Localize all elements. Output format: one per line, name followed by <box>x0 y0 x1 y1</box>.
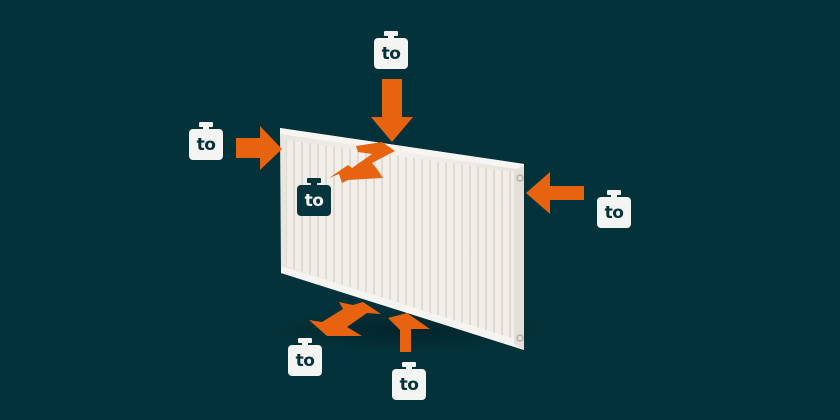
arrow-left-in <box>236 126 282 170</box>
weight-bottom-right: to <box>392 362 426 400</box>
radiator <box>280 128 524 350</box>
weight-label: to <box>597 197 631 228</box>
arrow-right-in <box>526 172 584 214</box>
arrow-top-down <box>371 79 413 142</box>
arrow-front-double <box>329 142 395 183</box>
weight-bottom-left: to <box>288 338 322 376</box>
weight-front: to <box>297 178 331 216</box>
weight-label: to <box>288 345 322 376</box>
weight-label: to <box>297 185 331 216</box>
weight-label: to <box>392 369 426 400</box>
valve-top <box>516 174 524 182</box>
weight-left: to <box>189 122 223 160</box>
arrow-bottom-double <box>309 302 381 336</box>
weight-top: to <box>374 31 408 69</box>
valve-bottom <box>516 334 524 342</box>
weight-label: to <box>189 129 223 160</box>
weight-right: to <box>597 190 631 228</box>
arrow-bottom-up <box>388 313 430 352</box>
weight-label: to <box>374 38 408 69</box>
